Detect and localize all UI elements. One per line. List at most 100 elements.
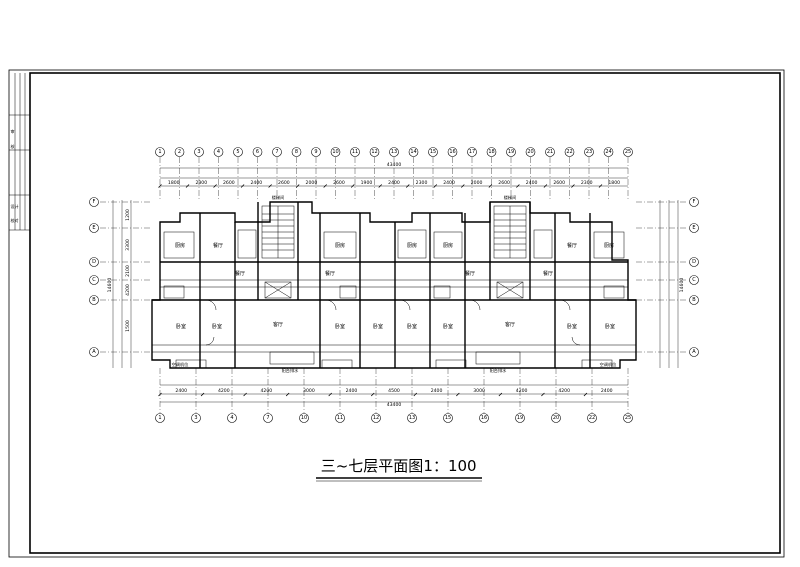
dimension-tick (350, 184, 355, 188)
bottom-segment-dimension: 4200 (218, 388, 230, 394)
top-axis-bubble: 9 (311, 147, 321, 157)
top-axis-bubble: 11 (350, 147, 360, 157)
room-label-bedroom: 卧室 (335, 323, 345, 330)
dimension-tick (498, 392, 503, 397)
dimension-tick (328, 392, 332, 397)
top-axis-bubble: 12 (369, 147, 380, 157)
axis-label: E (92, 225, 95, 231)
room-label-bedroom: 卧室 (176, 323, 186, 330)
top-segment-dimension: 2000 (471, 180, 483, 186)
bottom-axis-bubble: 12 (371, 413, 381, 423)
right-axis-bubble: F (689, 197, 699, 207)
axis-label: 23 (586, 149, 592, 155)
top-segment-dimension: 2400 (443, 180, 455, 186)
dimension-tick (598, 184, 603, 188)
axis-label: 19 (508, 149, 514, 155)
note-ac: 空调机位 (600, 361, 617, 368)
axis-label: A (692, 349, 696, 355)
axis-label: 12 (373, 415, 379, 421)
axis-label: 14 (410, 149, 416, 155)
top-axis-bubble: 19 (506, 147, 516, 157)
top-segment-dimension: 2600 (498, 180, 510, 186)
dimension-tick (456, 392, 460, 397)
axis-label: 5 (236, 149, 239, 155)
top-segment-dimension: 2600 (278, 180, 290, 186)
bottom-overall-dimension: 43400 (387, 402, 402, 408)
axis-label: 3 (194, 415, 197, 421)
axis-label: 1 (158, 415, 161, 421)
axis-label: 7 (266, 415, 269, 421)
axis-label: 19 (517, 415, 523, 421)
left-segment-dimension: 2100 (125, 265, 131, 277)
top-overall-dimension: 43400 (387, 162, 402, 168)
top-segment-dimension: 2400 (251, 180, 263, 186)
note-stair: 楼梯间 (272, 194, 285, 201)
drawing-title-group: 三~七层平面图 1：100 (316, 457, 482, 482)
top-segment-dimension: 2600 (223, 180, 235, 186)
bottom-axis-bubble: 20 (551, 413, 561, 423)
axis-label: 25 (625, 415, 631, 421)
dimension-tick (378, 184, 383, 188)
axis-label: 16 (449, 149, 455, 155)
top-axis-bubble: 15 (428, 147, 438, 157)
title-block: 审 核 设计 校对 (9, 73, 30, 231)
axis-label: 15 (445, 415, 451, 421)
note-stair: 楼梯间 (504, 194, 517, 201)
top-segment-dimension: 2600 (553, 180, 565, 186)
top-segment-dimension: 2300 (581, 180, 593, 186)
dimension-tick (583, 392, 588, 397)
axis-label: 12 (371, 149, 377, 155)
bottom-segment-dimension: 4200 (516, 388, 528, 394)
note-balcony-drain: 阳台排水 (490, 367, 508, 374)
bottom-axis-bubble: 13 (407, 413, 417, 423)
dimension-tick (213, 184, 217, 188)
axis-label: 24 (605, 149, 611, 155)
axis-label: 16 (481, 415, 487, 421)
room-label-dining: 餐厅 (325, 270, 335, 277)
bottom-axis-bubble: 15 (443, 413, 453, 423)
room-label-dining: 餐厅 (213, 242, 223, 249)
axis-label: B (692, 297, 696, 303)
top-axis-bubble: 1 (155, 147, 165, 157)
top-axis-bubble: 3 (194, 147, 204, 157)
axis-label: 11 (352, 149, 358, 155)
top-segment-dimension: 1900 (361, 180, 373, 186)
dimension-tick (240, 184, 245, 188)
top-axis-bubble: 18 (486, 147, 497, 157)
top-segment-dimension: 2000 (306, 180, 318, 186)
bottom-axis-bubble: 1 (155, 413, 165, 423)
floor-plan-walls (151, 201, 637, 369)
room-label-kitchen: 厨房 (335, 242, 345, 249)
right-axis-bubble: B (689, 295, 699, 305)
bottom-axis-bubble: 10 (299, 413, 309, 423)
room-labels: 卧室 卧室 客厅 卧室 卧室 卧室 卧室 客厅 卧室 卧室 厨房 餐厅 厨房 厨… (175, 242, 615, 330)
right-total-dimension: 14600 (679, 278, 685, 293)
left-segment-dimension: 1500 (125, 320, 131, 332)
top-axis-bubble: 13 (389, 147, 399, 157)
dimension-tick (243, 392, 247, 397)
dimension-tick (571, 184, 575, 188)
room-label-kitchen: 厨房 (407, 242, 417, 249)
room-label-bedroom: 卧室 (567, 323, 577, 330)
bottom-segment-dimension: 2400 (346, 388, 358, 394)
room-label-living: 客厅 (273, 321, 283, 328)
axis-label: 18 (488, 149, 494, 155)
top-segment-dimension: 2400 (526, 180, 538, 186)
axis-label: 21 (547, 149, 553, 155)
room-label-kitchen: 厨房 (175, 242, 185, 249)
room-label-dining: 餐厅 (465, 270, 475, 277)
axis-label: E (692, 225, 695, 231)
room-label-dining: 餐厅 (567, 242, 577, 249)
room-label-bedroom: 卧室 (605, 323, 615, 330)
dimension-tick (541, 392, 545, 397)
top-segment-dimension: 1800 (608, 180, 620, 186)
axis-label: D (692, 259, 696, 265)
dimension-tick (370, 392, 375, 397)
bottom-axis-bubble: 22 (587, 413, 597, 423)
top-axis-bubble: 16 (447, 147, 458, 157)
bottom-segment-dimension: 4500 (388, 388, 400, 394)
dimension-tick (200, 392, 205, 397)
note-ac: 空调机位 (172, 361, 189, 368)
